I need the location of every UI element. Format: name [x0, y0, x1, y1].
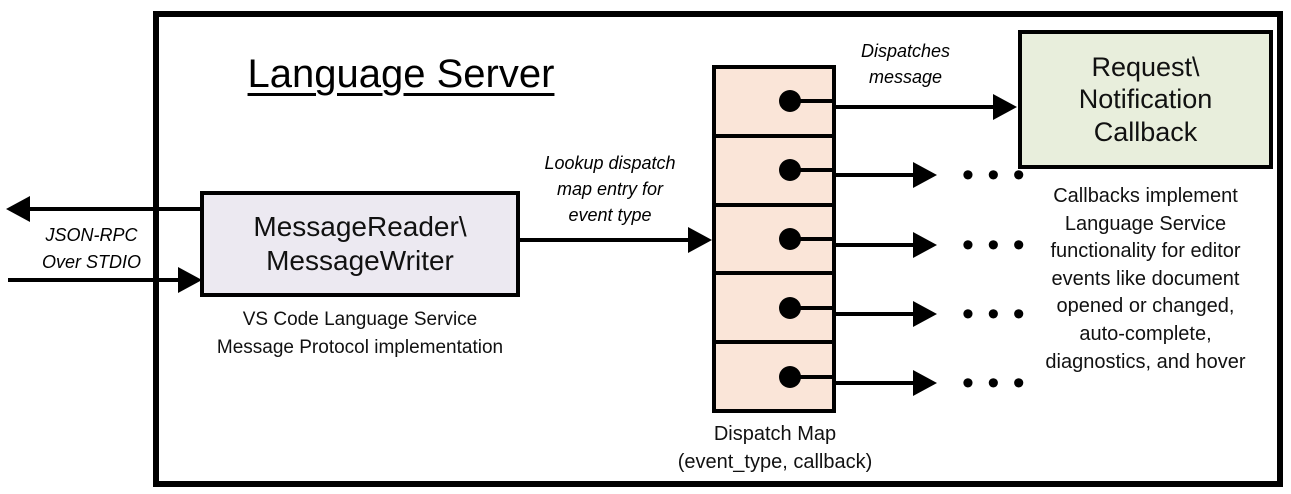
callback-dot-connector	[790, 99, 836, 104]
lookup-label-line3: event type	[568, 205, 652, 226]
ellipsis-row-5: • • •	[962, 364, 1027, 402]
message-writer-label: MessageWriter	[266, 245, 454, 276]
dispatch-arrow-line	[834, 312, 916, 316]
dispatch-label-line1: Dispatches	[860, 41, 951, 61]
dispatch-arrow-line	[834, 243, 916, 247]
dispatch-map-caption-line1: Dispatch Map	[713, 423, 837, 445]
transport-label: JSON-RPC Over STDIO	[24, 222, 159, 276]
lookup-label-line1: Lookup dispatch	[544, 153, 676, 173]
callback-caption-line3: functionality for editor	[1050, 240, 1241, 263]
dispatch-map-table[interactable]	[712, 65, 836, 413]
callback-box-line3: Callback	[1093, 116, 1198, 147]
callback-caption-line7: diagnostics, and hover	[1045, 350, 1246, 373]
mrw-caption-line2: Message Protocol implementation	[216, 336, 504, 358]
lookup-arrow-head	[688, 227, 712, 253]
dispatch-map-caption: Dispatch Map (event_type, callback)	[640, 420, 910, 476]
dispatch-label-line2: message	[868, 67, 943, 88]
lookup-label: Lookup dispatch map entry for event type	[515, 150, 705, 228]
dispatch-map-row[interactable]	[716, 344, 836, 409]
callback-dot-connector	[790, 305, 836, 310]
callback-box-line1: Request\	[1091, 51, 1200, 82]
dispatch-arrow-head	[913, 162, 937, 188]
callback-caption-line1: Callbacks implement	[1053, 185, 1238, 207]
dispatch-arrow-head	[913, 370, 937, 396]
callback-caption-line5: opened or changed,	[1056, 295, 1235, 318]
dispatch-arrow-head	[913, 232, 937, 258]
dispatch-map-row[interactable]	[716, 69, 836, 138]
dispatch-arrow-head	[913, 301, 937, 327]
dispatch-map-row[interactable]	[716, 275, 836, 345]
dispatch-map-caption-line2: (event_type, callback)	[677, 451, 873, 473]
mrw-caption-line1: VS Code Language Service	[242, 309, 478, 330]
callback-caption-line2: Language Service	[1064, 212, 1227, 235]
outbound-stdio-line	[28, 207, 280, 211]
message-reader-label: MessageReader\	[253, 210, 467, 242]
dispatch-map-row[interactable]	[716, 138, 836, 207]
transport-label-line2: Over STDIO	[41, 252, 141, 272]
request-notification-callback-box[interactable]: Request\ Notification Callback	[1018, 30, 1273, 169]
callback-dot-connector	[790, 168, 836, 173]
lookup-label-line2: map entry for	[556, 179, 664, 200]
lookup-arrow-line	[520, 238, 690, 242]
dispatch-arrow-line	[834, 381, 916, 385]
dispatch-arrow-line	[834, 105, 996, 109]
dispatch-map-row[interactable]	[716, 207, 836, 276]
dispatch-label: Dispatches message	[838, 38, 973, 90]
transport-label-line1: JSON-RPC	[45, 225, 138, 245]
dispatch-arrow-line	[834, 173, 916, 177]
callback-dot-connector	[790, 374, 836, 379]
outbound-stdio-arrowhead	[6, 196, 30, 222]
callback-caption-line4: events like document	[1051, 267, 1240, 290]
ellipsis-row-3: • • •	[962, 226, 1027, 264]
ellipsis-row-4: • • •	[962, 295, 1027, 333]
callback-dot-connector	[790, 236, 836, 241]
page-title: Language Server	[247, 52, 555, 96]
message-reader-writer-box[interactable]: MessageReader\ MessageWriter	[200, 191, 520, 297]
inbound-stdio-arrowhead	[178, 267, 202, 293]
inbound-stdio-line	[8, 278, 186, 282]
callback-caption: Callbacks implement Language Service fun…	[1008, 183, 1283, 376]
message-reader-writer-caption: VS Code Language Service Message Protoco…	[180, 306, 540, 361]
language-server-frame	[153, 11, 1283, 487]
callback-caption-line6: auto-complete,	[1079, 322, 1212, 345]
ellipsis-row-2: • • •	[962, 156, 1027, 194]
dispatch-arrow-head	[993, 94, 1017, 120]
callback-box-line2: Notification	[1078, 84, 1213, 115]
